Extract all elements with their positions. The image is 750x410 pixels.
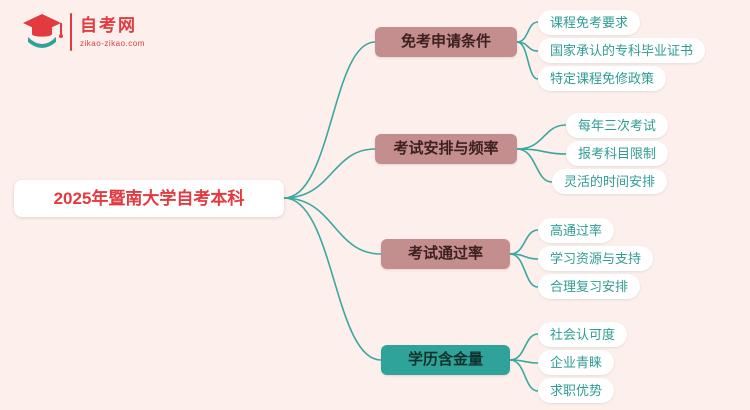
- logo-divider: [70, 13, 72, 51]
- child-node: 报考科目限制: [566, 141, 669, 166]
- branch-header-exemption: 免考申请条件: [375, 27, 517, 57]
- child-node: 高通过率: [538, 218, 615, 243]
- child-node: 社会认可度: [538, 322, 628, 347]
- logo-domain: zikao-zikao.com: [80, 39, 145, 48]
- logo: 自考网 zikao-zikao.com: [20, 10, 145, 54]
- child-node: 灵活的时间安排: [552, 169, 668, 194]
- branch-header-value: 学历含金量: [381, 345, 510, 375]
- logo-text: 自考网 zikao-zikao.com: [80, 16, 145, 48]
- child-node: 国家承认的专科毕业证书: [538, 38, 706, 63]
- child-node: 学习资源与支持: [538, 246, 654, 271]
- branch-header-schedule: 考试安排与频率: [375, 134, 517, 164]
- child-node: 每年三次考试: [566, 113, 669, 138]
- child-node: 课程免考要求: [538, 10, 641, 35]
- branch-header-pass-rate: 考试通过率: [381, 239, 510, 269]
- graduation-cap-icon: [23, 14, 63, 48]
- child-node: 求职优势: [538, 378, 615, 403]
- child-node: 合理复习安排: [538, 274, 641, 299]
- child-node: 特定课程免修政策: [538, 66, 667, 91]
- child-node: 企业青睐: [538, 350, 615, 375]
- logo-title: 自考网: [80, 16, 137, 35]
- root-node: 2025年暨南大学自考本科: [14, 180, 284, 217]
